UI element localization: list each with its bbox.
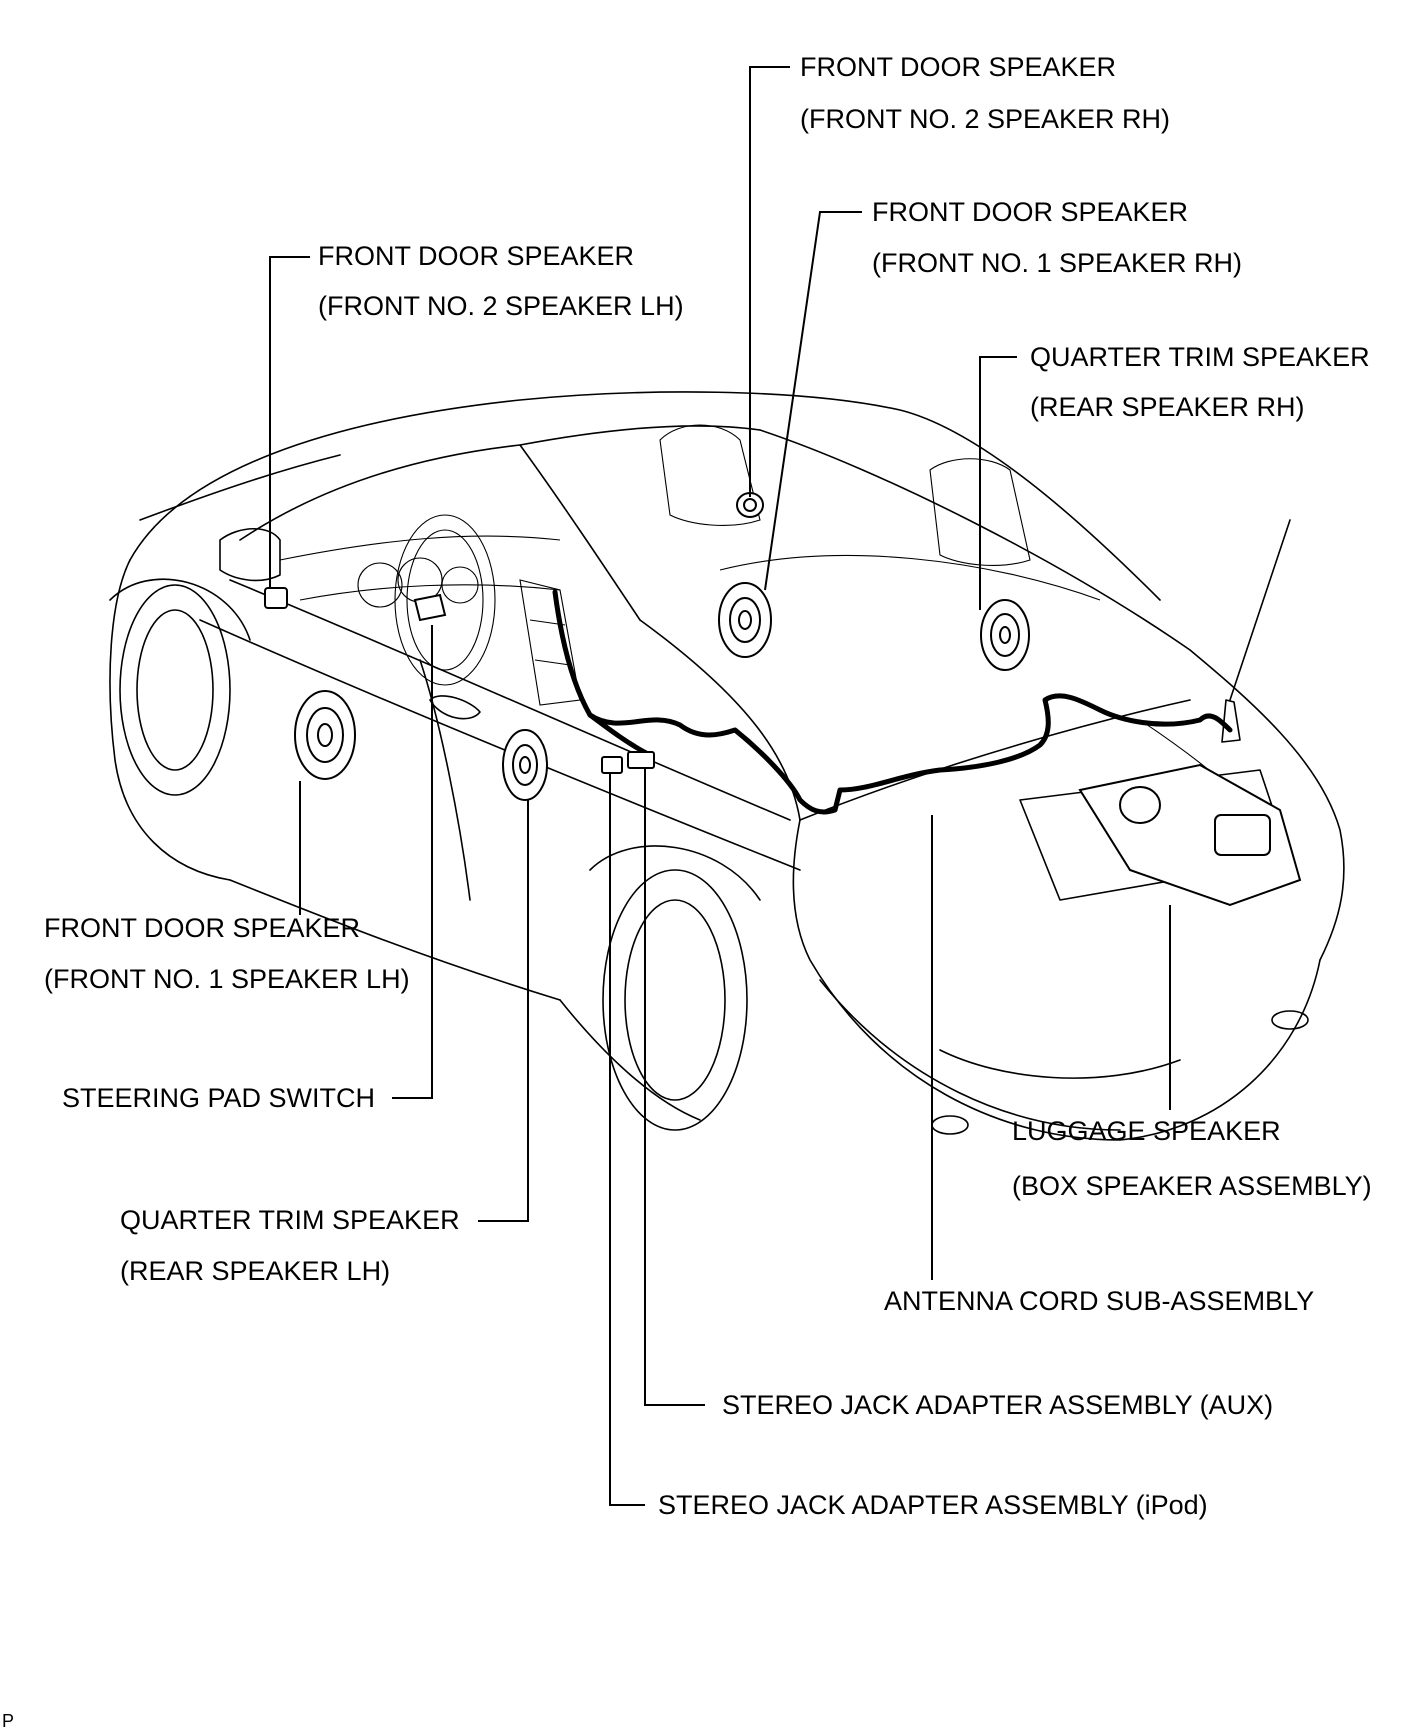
rear-lh-speaker bbox=[502, 729, 548, 801]
car-body-outline bbox=[109, 391, 1345, 1141]
label-steering-pad-switch: STEERING PAD SWITCH bbox=[62, 1083, 376, 1113]
label-front-no2-lh-title: FRONT DOOR SPEAKER bbox=[318, 241, 635, 271]
label-rear-lh-sub: (REAR SPEAKER LH) bbox=[120, 1256, 391, 1286]
label-front-no1-rh-sub: (FRONT NO. 1 SPEAKER RH) bbox=[872, 248, 1243, 278]
label-luggage-sub: (BOX SPEAKER ASSEMBLY) bbox=[1012, 1171, 1372, 1201]
corner-mark: P bbox=[2, 1711, 15, 1731]
label-ipod-jack: STEREO JACK ADAPTER ASSEMBLY (iPod) bbox=[658, 1490, 1208, 1520]
label-aux-jack: STEREO JACK ADAPTER ASSEMBLY (AUX) bbox=[722, 1390, 1274, 1420]
label-front-no1-rh-title: FRONT DOOR SPEAKER bbox=[872, 197, 1189, 227]
rear-rh-speaker bbox=[980, 599, 1030, 671]
front-no2-rh-tweeter bbox=[736, 492, 764, 518]
front-no2-lh-tweeter bbox=[264, 587, 288, 609]
front-no1-rh-speaker bbox=[718, 582, 772, 658]
antenna bbox=[1221, 519, 1291, 743]
label-front-no2-rh-sub: (FRONT NO. 2 SPEAKER RH) bbox=[800, 104, 1171, 134]
leader-lines bbox=[269, 66, 1171, 1506]
steering-pad-switch bbox=[413, 593, 447, 622]
label-antenna-cord: ANTENNA CORD SUB-ASSEMBLY bbox=[884, 1286, 1315, 1316]
box-speaker-assembly bbox=[1078, 763, 1302, 907]
ipod-jack-adapter bbox=[601, 756, 623, 774]
label-rear-lh-title: QUARTER TRIM SPEAKER bbox=[120, 1205, 460, 1235]
aux-jack-adapter bbox=[627, 751, 655, 769]
label-rear-rh-sub: (REAR SPEAKER RH) bbox=[1030, 392, 1305, 422]
label-front-no1-lh-title: FRONT DOOR SPEAKER bbox=[44, 913, 361, 943]
label-rear-rh-title: QUARTER TRIM SPEAKER bbox=[1030, 342, 1370, 372]
label-front-no2-lh-sub: (FRONT NO. 2 SPEAKER LH) bbox=[318, 291, 684, 321]
antenna-cord-harness bbox=[552, 589, 1233, 815]
label-front-no2-rh-title: FRONT DOOR SPEAKER bbox=[800, 52, 1117, 82]
front-wheel bbox=[109, 578, 251, 796]
front-no1-lh-speaker bbox=[294, 690, 356, 780]
rear-wheel bbox=[589, 845, 761, 1131]
label-luggage-title: LUGGAGE SPEAKER bbox=[1012, 1116, 1281, 1146]
label-front-no1-lh-sub: (FRONT NO. 1 SPEAKER LH) bbox=[44, 964, 410, 994]
